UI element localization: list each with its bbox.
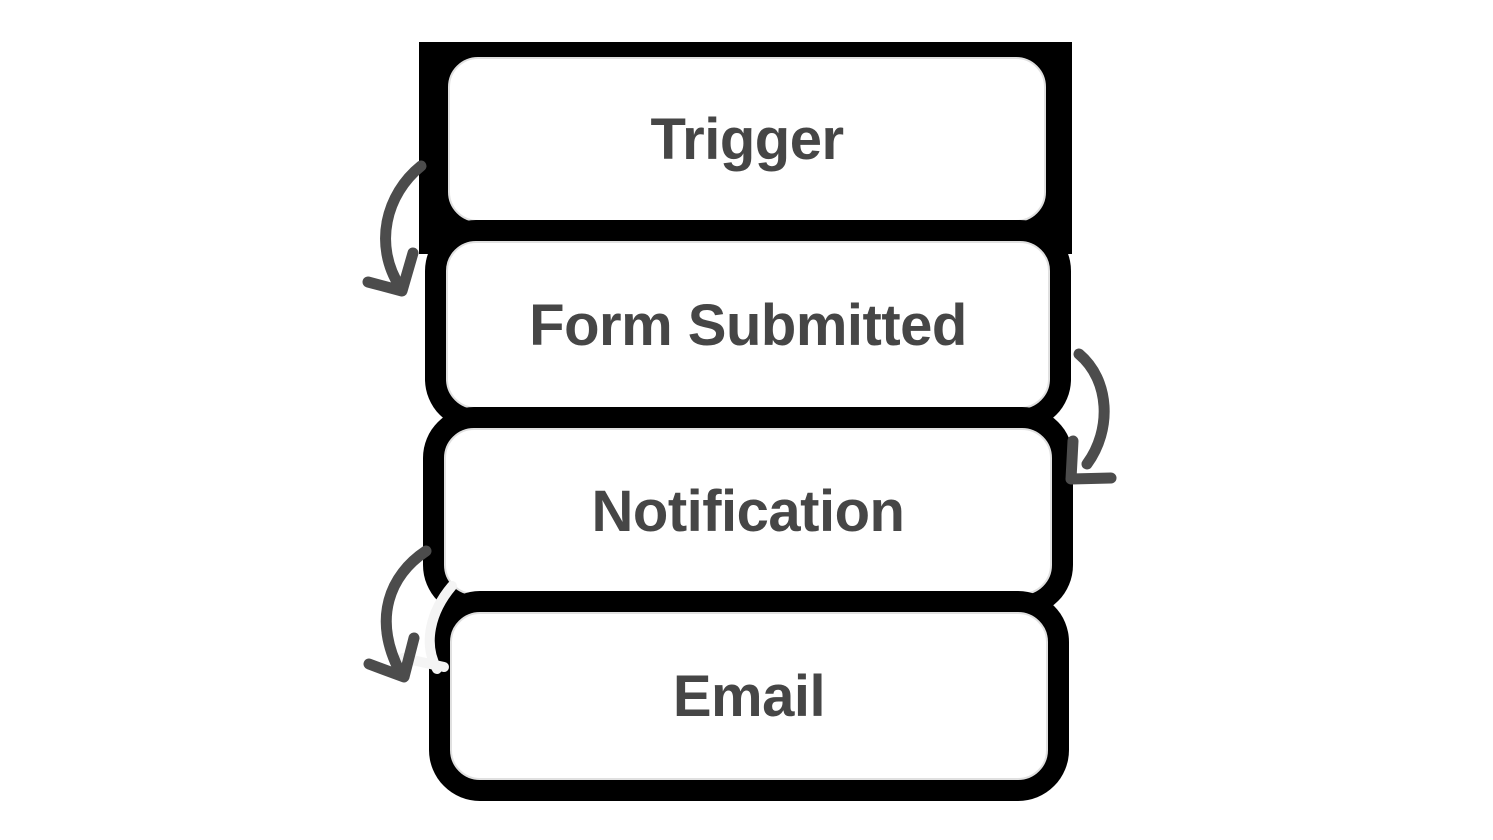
- arrowhead-icon: [363, 632, 420, 683]
- connector-form-submitted-to-notification[interactable]: [1065, 348, 1117, 485]
- node-trigger-label: Trigger: [650, 107, 844, 172]
- node-email-label: Email: [672, 663, 826, 729]
- arrow-curve: [380, 545, 432, 678]
- connector-trigger-to-form-submitted[interactable]: [362, 160, 427, 297]
- node-email[interactable]: Email: [450, 612, 1048, 780]
- arrowhead-icon: [1065, 435, 1117, 485]
- node-notification[interactable]: Notification: [444, 428, 1052, 595]
- arrow-curve: [380, 160, 427, 293]
- node-form-submitted-label: Form Submitted: [529, 292, 967, 358]
- connector-notification-to-email[interactable]: [363, 545, 432, 683]
- arrow-curve: [1073, 348, 1110, 470]
- node-form-submitted[interactable]: Form Submitted: [446, 241, 1050, 409]
- arrowhead-icon: [362, 247, 419, 297]
- white-arrow-curve: [424, 581, 457, 674]
- node-trigger[interactable]: Trigger: [448, 57, 1046, 222]
- node-notification-label: Notification: [591, 479, 905, 544]
